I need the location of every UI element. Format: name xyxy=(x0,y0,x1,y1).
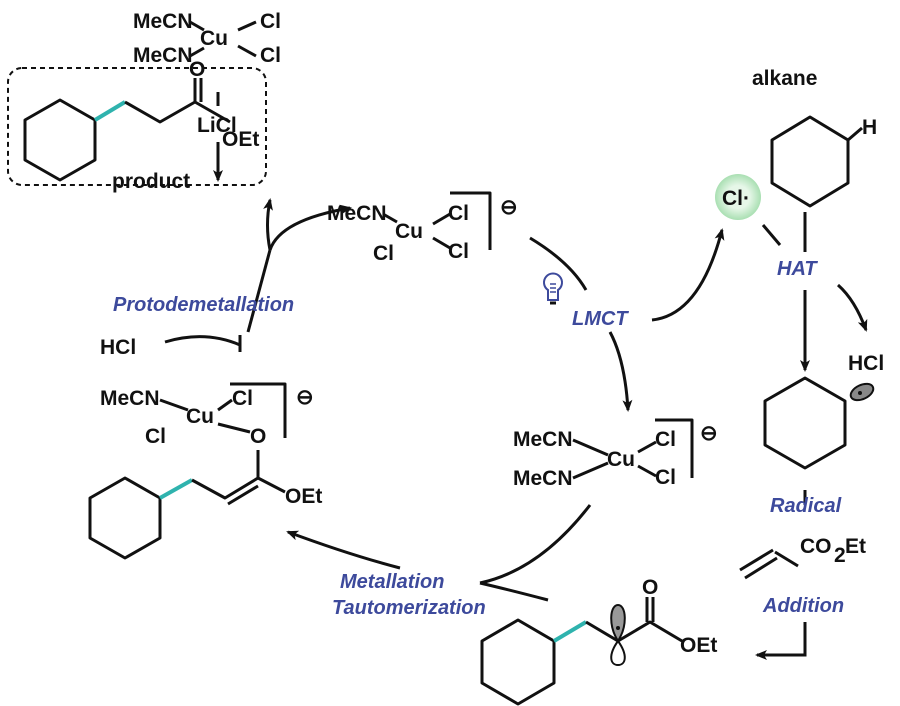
svg-text:Cu: Cu xyxy=(186,405,214,428)
step-hat: HAT xyxy=(777,258,818,280)
arc-to-metallation xyxy=(479,504,592,585)
svg-text:⊖: ⊖ xyxy=(296,386,314,409)
svg-text:Et: Et xyxy=(845,535,866,558)
svg-text:MeCN: MeCN xyxy=(133,10,193,33)
light-bulb-icon xyxy=(543,272,563,305)
svg-text:OEt: OEt xyxy=(285,485,322,508)
svg-text:⊖: ⊖ xyxy=(700,422,718,445)
step-lmct: LMCT xyxy=(572,308,629,330)
step-protodemetallation: Protodemetallation xyxy=(113,294,294,316)
alpha-carbonyl-radical: O OEt xyxy=(480,576,717,706)
hcl-in-arrow xyxy=(164,335,241,347)
svg-text:MeCN: MeCN xyxy=(327,202,387,225)
svg-text:OEt: OEt xyxy=(222,128,259,151)
svg-text:Cl: Cl xyxy=(260,44,281,67)
radical-in-arc xyxy=(479,581,549,602)
ethyl-acrylate: CO 2 Et xyxy=(739,535,866,580)
hcl-byproduct: HCl xyxy=(848,352,884,375)
product-box: O OEt product xyxy=(7,58,267,193)
product-label: product xyxy=(112,170,190,193)
arrow-to-cu1 xyxy=(608,331,633,412)
svg-text:MeCN: MeCN xyxy=(513,428,573,451)
cucl2-mecn2-ate-complex: MeCN MeCN Cu Cl Cl ⊖ xyxy=(513,418,718,490)
svg-text:O: O xyxy=(642,576,658,599)
svg-text:O: O xyxy=(250,425,266,448)
svg-text:2: 2 xyxy=(834,544,846,567)
svg-text:Cl: Cl xyxy=(145,425,166,448)
svg-text:Cl: Cl xyxy=(655,428,676,451)
svg-text:Cu: Cu xyxy=(200,27,228,50)
cyclohexane-alkane: alkane H xyxy=(752,67,877,208)
svg-text:alkane: alkane xyxy=(752,67,817,90)
copper-enolate-complex: MeCN Cu Cl Cl O ⊖ OEt xyxy=(88,382,322,560)
arrow-to-product xyxy=(263,198,273,251)
arc-to-lmct xyxy=(529,236,588,291)
chlorine-radical-glow xyxy=(715,174,761,220)
step-tautomerization: Tautomerization xyxy=(332,597,486,619)
arrow-to-enolate xyxy=(286,530,401,570)
cucl3-ate-complex: MeCN Cu Cl Cl Cl ⊖ xyxy=(327,191,518,265)
svg-text:CO: CO xyxy=(800,535,832,558)
cyclohexyl-radical xyxy=(763,376,875,470)
svg-text:Cu: Cu xyxy=(395,220,423,243)
svg-text:O: O xyxy=(189,58,205,81)
step-metallation: Metallation xyxy=(340,571,444,593)
hcl-reagent: HCl xyxy=(100,336,136,359)
svg-text:Cl: Cl xyxy=(260,10,281,33)
svg-text:Cl: Cl xyxy=(448,240,469,263)
svg-text:Cl: Cl xyxy=(655,466,676,489)
svg-text:Cl: Cl xyxy=(232,387,253,410)
chlorine-radical: Cl· xyxy=(722,187,750,210)
svg-text:Cu: Cu xyxy=(607,448,635,471)
svg-text:Cl: Cl xyxy=(373,242,394,265)
svg-text:MeCN: MeCN xyxy=(513,467,573,490)
arrow-to-cl-radical xyxy=(651,228,725,322)
step-addition: Addition xyxy=(762,595,844,617)
charge-minus: ⊖ xyxy=(500,196,518,219)
cucl2-mecn2-complex: MeCN MeCN Cu Cl Cl xyxy=(133,10,281,67)
step-radical: Radical xyxy=(770,495,842,517)
svg-text:H: H xyxy=(862,116,877,139)
svg-text:Cl: Cl xyxy=(448,202,469,225)
svg-text:OEt: OEt xyxy=(680,634,717,657)
svg-text:MeCN: MeCN xyxy=(133,44,193,67)
arrow-to-cu-ate xyxy=(268,204,352,251)
svg-text:MeCN: MeCN xyxy=(100,387,160,410)
